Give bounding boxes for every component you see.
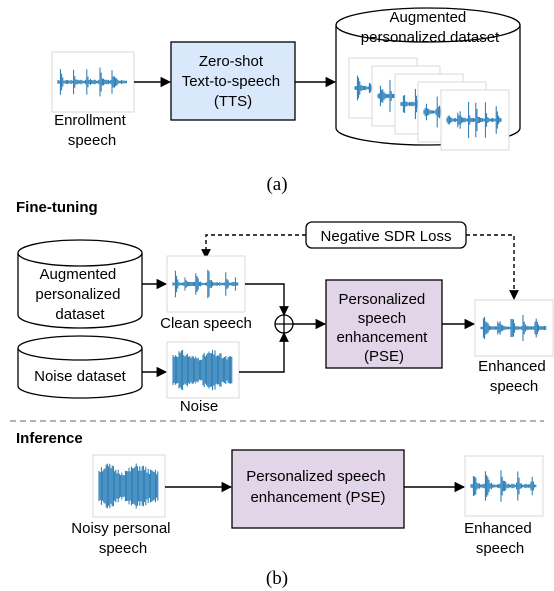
noisy-speech-waveform-icon xyxy=(92,454,166,518)
clean-speech-label: Clean speech xyxy=(160,315,252,332)
loss-arrow-icon xyxy=(466,234,519,300)
augmented-dataset-label: Augmented personalized dataset xyxy=(35,266,124,323)
caption-b: (b) xyxy=(266,568,288,589)
pse-label: Personalized speech enhancement (PSE) xyxy=(336,291,431,365)
part-a: Enrollment speech Zero-shot Text-to-spee… xyxy=(51,7,521,195)
pse-inference-label: Personalized speech enhancement (PSE) xyxy=(246,468,389,506)
enrollment-speech-label: Enrollment speech xyxy=(54,112,130,149)
arrow-icon xyxy=(239,332,289,373)
noisy-speech-label: Noisy personal speech xyxy=(71,520,174,557)
clean-speech-waveform-icon xyxy=(166,255,246,313)
enhanced-speech-label: Enhanced speech xyxy=(464,520,536,557)
inference-header: Inference xyxy=(16,430,83,447)
augmented-dataset-label: Augmented personalized dataset xyxy=(361,9,500,46)
part-b-finetuning: Fine-tuning Negative SDR Loss Augmented … xyxy=(16,199,554,415)
finetuning-header: Fine-tuning xyxy=(16,199,98,216)
pse-inference-box xyxy=(231,449,405,529)
pse-box xyxy=(325,279,443,369)
noise-dataset-label: Noise dataset xyxy=(34,368,127,385)
caption-a: (a) xyxy=(266,174,287,195)
tts-label: Zero-shot Text-to-speech (TTS) xyxy=(182,53,285,110)
noise-waveform-icon xyxy=(166,341,240,399)
augmented-dataset-database-icon xyxy=(17,239,143,329)
loss-label: Negative SDR Loss xyxy=(321,228,452,245)
loss-arrow-icon xyxy=(201,234,306,259)
tts-box xyxy=(170,41,296,121)
waveform-stack xyxy=(348,57,510,151)
part-b-inference: Inference Noisy personal speech Personal… xyxy=(16,430,544,589)
noise-label: Noise xyxy=(180,398,218,415)
enrollment-waveform-icon xyxy=(51,51,135,113)
sum-junction-icon xyxy=(274,314,294,334)
enhanced-speech-label: Enhanced speech xyxy=(478,358,550,395)
enhanced-speech-waveform-icon xyxy=(474,299,554,357)
waveform-icon xyxy=(440,89,510,151)
arrow-icon xyxy=(245,283,289,316)
enhanced-speech-waveform-icon xyxy=(464,455,544,517)
noise-dataset-database-icon xyxy=(17,335,143,399)
